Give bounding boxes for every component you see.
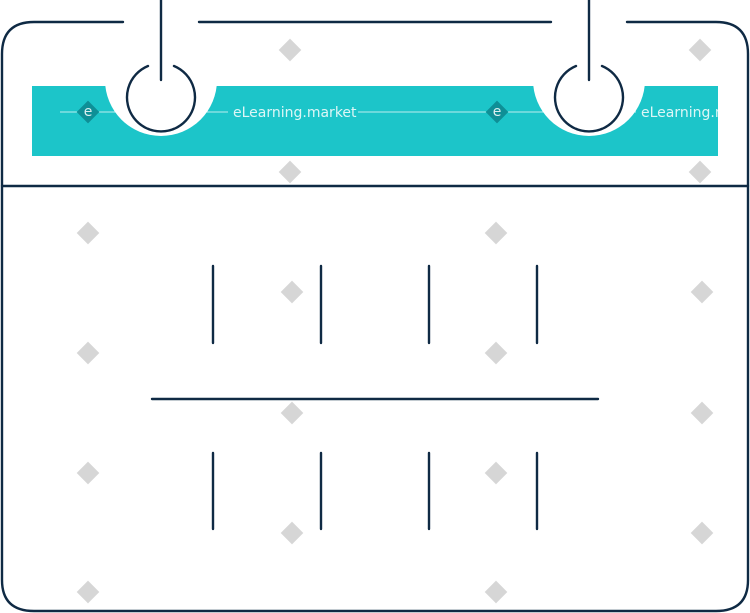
watermark-diamond — [76, 461, 100, 485]
watermark-badge-left — [76, 100, 100, 124]
watermark-diamond — [690, 401, 714, 425]
watermark-diamond — [280, 521, 304, 545]
watermark-diamond — [688, 160, 712, 184]
watermark-band: e e eLearning.market eLearning.market — [60, 100, 750, 124]
watermark-diamond — [688, 38, 712, 62]
watermark-diamond — [690, 521, 714, 545]
watermark-diamond — [76, 221, 100, 245]
watermark-label: eLearning.market — [233, 105, 357, 121]
watermark-badge-right — [485, 100, 509, 124]
watermark-diamond — [280, 280, 304, 304]
watermark-diamond — [484, 461, 508, 485]
calendar-body-outline — [0, 20, 750, 613]
watermark-diamond — [484, 221, 508, 245]
watermark-diamond — [690, 280, 714, 304]
watermark-diamond — [484, 341, 508, 365]
watermark-badge-letter: e — [493, 104, 502, 120]
watermark-diamond — [76, 341, 100, 365]
watermark-pattern — [76, 38, 714, 604]
watermark-diamond — [76, 580, 100, 604]
binding-ring-right — [553, 64, 625, 133]
watermark-diamond — [280, 401, 304, 425]
watermark-badge-letter: e — [84, 104, 93, 120]
binding-ring-left — [125, 64, 197, 133]
watermark-diamond — [484, 580, 508, 604]
watermark-diamond — [278, 38, 302, 62]
watermark-diamond — [278, 160, 302, 184]
watermark-label: eLearning.market — [641, 105, 750, 121]
